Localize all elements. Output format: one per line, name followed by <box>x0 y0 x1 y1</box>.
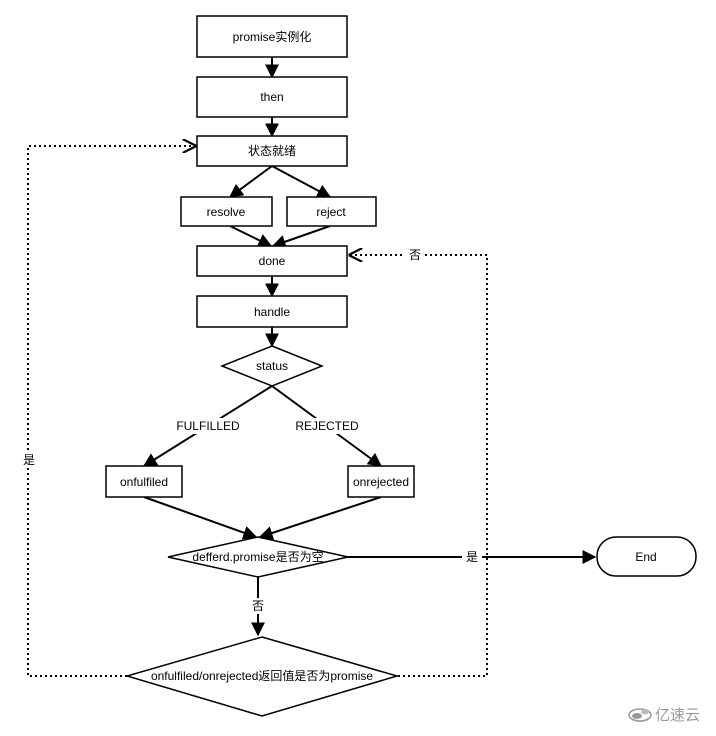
node-ready: 状态就绪 <box>196 135 348 167</box>
node-return-check: onfulfiled/onrejected返回值是否为promise <box>124 636 400 717</box>
node-resolve-label: resolve <box>207 205 246 219</box>
node-reject: reject <box>286 196 377 227</box>
node-onfulfilled-label: onfulfiled <box>120 475 168 489</box>
node-reject-label: reject <box>316 205 346 219</box>
edge-onfulfilled-deferred <box>143 496 258 540</box>
edge-ready-resolve <box>228 165 273 198</box>
node-status-label: status <box>256 359 288 373</box>
edge-label-fulfilled: FULFILLED <box>176 419 240 433</box>
node-then: then <box>196 76 348 118</box>
node-onrejected: onrejected <box>347 465 415 498</box>
edge-onrejected-deferred <box>258 496 382 540</box>
edge-return-yes-loop <box>27 146 195 677</box>
edge-resolve-done <box>229 225 273 247</box>
node-promise-init-label: promise实例化 <box>233 29 312 44</box>
edge-label-return-no: 否 <box>409 248 421 262</box>
node-resolve: resolve <box>180 196 273 227</box>
node-end-label: End <box>635 550 656 564</box>
edge-label-deferred-yes: 是 <box>466 550 478 564</box>
watermark: 亿速云 <box>628 706 700 724</box>
node-then-label: then <box>260 90 283 104</box>
edge-label-rejected: REJECTED <box>295 419 359 433</box>
node-status: status <box>219 345 325 387</box>
node-return-check-label: onfulfiled/onrejected返回值是否为promise <box>151 668 373 683</box>
node-done-label: done <box>259 254 286 268</box>
node-handle: handle <box>196 295 348 328</box>
node-deferred-check: defferd.promise是否为空 <box>167 536 349 578</box>
node-end: End <box>596 536 697 577</box>
node-ready-label: 状态就绪 <box>248 144 296 158</box>
cloud-logo-icon <box>628 708 652 722</box>
edge-reject-done <box>271 225 331 249</box>
watermark-text: 亿速云 <box>655 706 700 724</box>
node-handle-label: handle <box>254 305 290 319</box>
node-onfulfilled: onfulfiled <box>105 465 183 498</box>
node-promise-init: promise实例化 <box>196 15 348 58</box>
node-deferred-check-label: defferd.promise是否为空 <box>192 550 323 564</box>
node-done: done <box>196 245 348 277</box>
edge-label-deferred-no: 否 <box>252 599 264 613</box>
node-onrejected-label: onrejected <box>353 475 409 489</box>
edge-label-return-yes: 是 <box>23 453 35 467</box>
edge-ready-reject <box>271 165 332 198</box>
